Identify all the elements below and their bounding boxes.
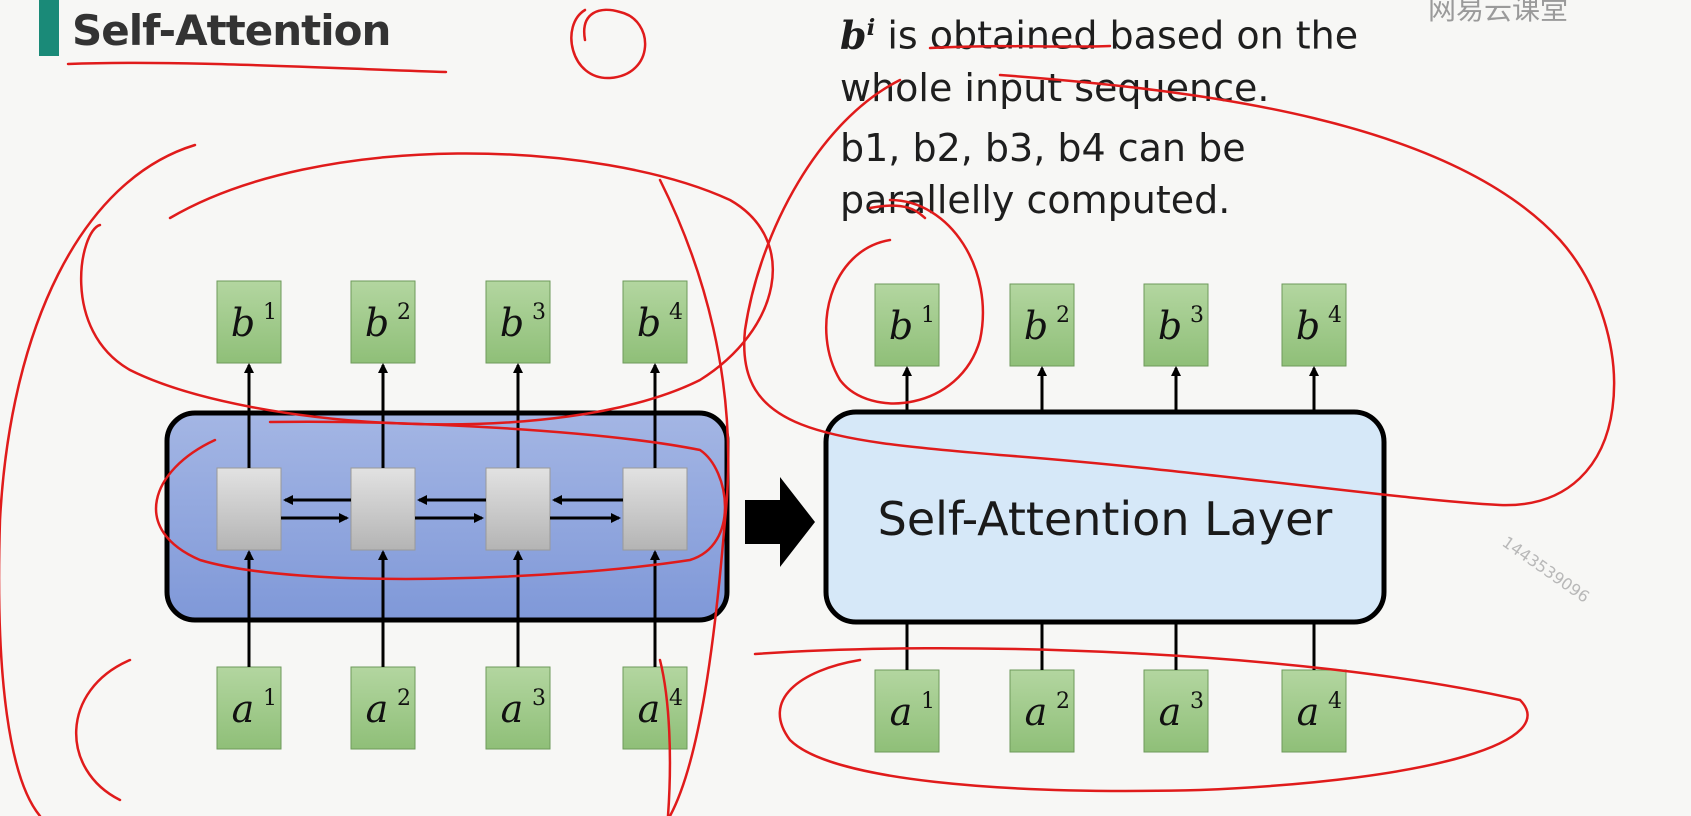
obtained-underline (928, 44, 1112, 50)
right-output-b4-label: b (1296, 304, 1320, 348)
left-input-a4-label: a (638, 687, 661, 731)
left-output-b3-label: b (500, 301, 524, 345)
self-attention-layer-block (823, 409, 1387, 625)
right-input-a3-label: a (1159, 690, 1182, 734)
left-input-a1-label: a (232, 687, 255, 731)
right-output-b1-label: b (889, 304, 913, 348)
right-input-a4-label: a (1297, 690, 1320, 734)
right-bottom-loop (753, 647, 1529, 793)
self-attention-layer-label: Self-Attention Layer (878, 492, 1333, 546)
large-loop-right (742, 73, 1616, 507)
right-output-b3-label: b (1158, 304, 1182, 348)
rnn-cell-3 (485, 467, 551, 551)
left-input-a3-sup: 3 (532, 686, 546, 711)
rnn-cells-ellipse (154, 420, 727, 581)
left-outer-loop (0, 143, 197, 816)
page-title: Self-Attention (72, 6, 391, 55)
left-input-a2-sup: 2 (397, 686, 411, 711)
left-top-loop (79, 152, 775, 426)
right-input-a4-sup: 4 (1328, 689, 1342, 714)
left-input-a1-sup: 1 (263, 686, 277, 711)
desc1-var: b (840, 12, 867, 58)
rnn-cell-4 (622, 467, 688, 551)
right-input-a2-sup: 2 (1056, 689, 1070, 714)
left-input-a2-label: a (366, 687, 389, 731)
right-output-b4-sup: 4 (1328, 303, 1342, 328)
rnn-cell-2 (350, 467, 416, 551)
scribble-circle-top (570, 8, 647, 80)
red-annotations (0, 8, 1616, 816)
left-output-b1-sup: 1 (263, 300, 277, 325)
a4-stroke (658, 658, 672, 816)
computed-underline (868, 204, 927, 220)
description-line-1: bi is obtained based on the whole input … (840, 2, 1400, 114)
left-input-a4-sup: 4 (669, 686, 683, 711)
left-output-b2-sup: 2 (397, 300, 411, 325)
b1-circle (825, 198, 985, 405)
title-accent-bar (39, 0, 59, 56)
left-output-b3-sup: 3 (532, 300, 546, 325)
right-input-a1-label: a (890, 690, 913, 734)
left-input-a3-label: a (501, 687, 524, 731)
description-line-2: b1, b2, b3, b4 can be parallelly compute… (840, 126, 1246, 222)
left-output-b4-sup: 4 (669, 300, 683, 325)
right-output-b2-label: b (1024, 304, 1048, 348)
rnn-cell-1 (216, 467, 282, 551)
right-output-b2-sup: 2 (1056, 303, 1070, 328)
right-output-b3-sup: 3 (1190, 303, 1204, 328)
desc1-sup: i (866, 15, 876, 41)
watermark-logo: 网易云课堂 (1428, 0, 1569, 26)
left-bottom-loop (74, 658, 132, 802)
right-input-a1-sup: 1 (921, 689, 935, 714)
transform-arrow (745, 477, 815, 567)
left-output-b1-label: b (231, 301, 255, 345)
right-input-a3-sup: 3 (1190, 689, 1204, 714)
left-output-b2-label: b (365, 301, 389, 345)
desc1-text: is obtained based on the whole input seq… (840, 13, 1359, 110)
right-output-b1-sup: 1 (921, 303, 935, 328)
title-underline (66, 61, 448, 74)
right-input-a2-label: a (1025, 690, 1048, 734)
left-output-b4-label: b (637, 301, 661, 345)
